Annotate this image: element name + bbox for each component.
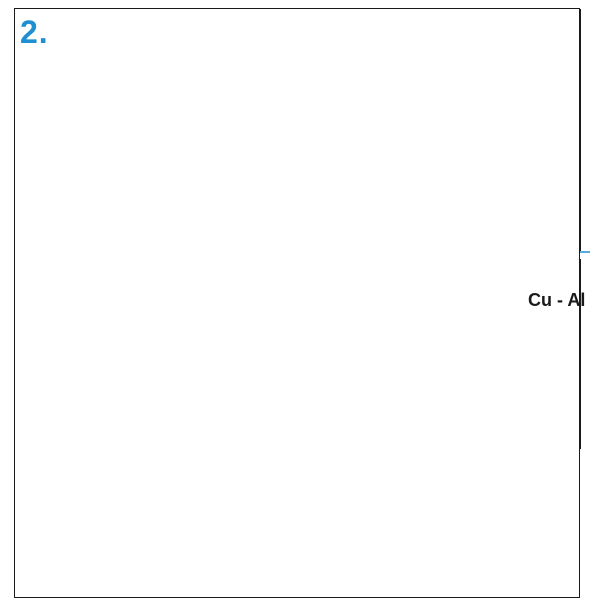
material-label: Cu - Al bbox=[528, 290, 586, 310]
figure-frame bbox=[14, 8, 580, 598]
step-number: 2. bbox=[20, 14, 49, 50]
